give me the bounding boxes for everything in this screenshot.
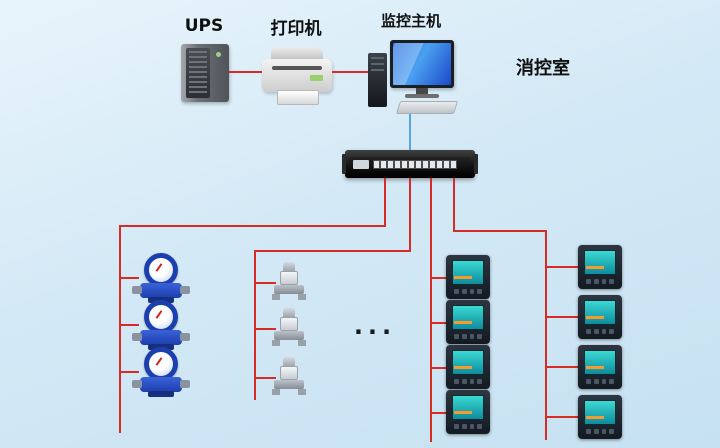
printer-paper-tray — [277, 90, 319, 105]
wire-stub-meter-c3 — [430, 367, 446, 369]
host-screen — [393, 43, 451, 85]
host-tower — [368, 53, 387, 107]
wire-stub-meter-c2 — [430, 322, 446, 324]
wire-printer-host — [332, 71, 368, 73]
ups-device — [181, 44, 229, 102]
host-monitor — [390, 40, 454, 88]
wire-branch-b-bus — [254, 250, 256, 400]
printer-output-slot — [272, 66, 322, 70]
water-meter — [132, 253, 190, 305]
ups-led — [216, 52, 221, 57]
collector-brand-plate — [353, 160, 369, 169]
wire-stub-meter-c4 — [430, 412, 446, 414]
water-meter — [132, 300, 190, 352]
wire-branch-c-bus — [430, 178, 432, 442]
wire-stub-valve-2 — [254, 328, 276, 330]
wire-branch-d-horizontal — [453, 230, 547, 232]
power-meter — [578, 295, 622, 339]
water-meter — [132, 347, 190, 399]
power-meter — [446, 255, 490, 299]
power-meter — [578, 245, 622, 289]
wire-collector-drop-a — [384, 178, 386, 225]
collector-front-panel — [349, 157, 471, 172]
printer-device — [262, 47, 332, 105]
wire-stub-valve-1 — [254, 282, 276, 284]
power-meter — [578, 395, 622, 439]
wire-collector-drop-b — [409, 178, 411, 250]
wire-stub-water-1 — [119, 277, 139, 279]
power-meter — [446, 300, 490, 344]
ups-label: UPS — [184, 16, 224, 36]
wire-collector-drop-d — [453, 178, 455, 232]
more-branches-ellipsis: ··· — [353, 318, 397, 346]
wire-stub-water-3 — [119, 371, 139, 373]
rack-ear-left — [342, 154, 346, 174]
wire-branch-a-bus — [119, 225, 121, 433]
wire-stub-meter-c1 — [430, 277, 446, 279]
control-room-label: 消控室 — [516, 58, 570, 79]
monitor-host-device — [368, 40, 460, 114]
rack-ear-right — [474, 154, 478, 174]
wire-stub-meter-d4 — [545, 416, 578, 418]
printer-status-panel — [310, 75, 323, 81]
power-meter — [446, 390, 490, 434]
wire-ups-printer — [229, 71, 262, 73]
wire-branch-a-horizontal — [119, 225, 386, 227]
valve-device — [272, 308, 306, 350]
valve-device — [272, 262, 306, 304]
wire-stub-meter-d3 — [545, 366, 578, 368]
monitor-base — [405, 94, 439, 98]
wire-stub-meter-d2 — [545, 316, 578, 318]
ups-vents — [186, 48, 210, 98]
monitor-stand — [416, 88, 428, 94]
wire-branch-b-horizontal — [254, 250, 411, 252]
wire-branch-d-bus — [545, 230, 547, 440]
power-meter — [578, 345, 622, 389]
printer-label: 打印机 — [270, 19, 322, 39]
wire-stub-meter-d1 — [545, 266, 578, 268]
host-keyboard — [395, 101, 459, 114]
wire-host-collector — [409, 114, 411, 150]
printer-cover — [271, 47, 323, 62]
power-meter — [446, 345, 490, 389]
wire-stub-valve-3 — [254, 377, 276, 379]
monitor-host-label: 监控主机 — [380, 12, 441, 30]
wire-stub-water-2 — [119, 324, 139, 326]
data-collector-device — [342, 150, 478, 178]
valve-device — [272, 357, 306, 399]
